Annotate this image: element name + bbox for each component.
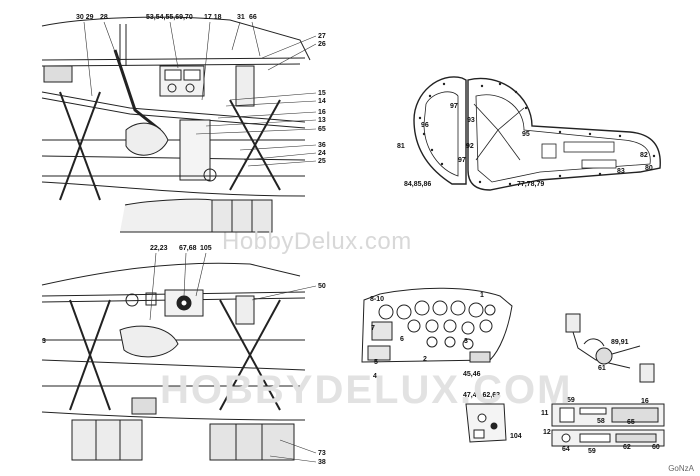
- callout-59-top: 59: [567, 397, 575, 404]
- callout-60: 60: [652, 444, 660, 451]
- callout-8-10: 8-10: [370, 296, 384, 303]
- side-consoles: [551, 403, 665, 447]
- callout-13: 13: [318, 117, 326, 124]
- callout-58: 58: [597, 418, 605, 425]
- callout-6: 6: [400, 336, 404, 343]
- callout-2: 2: [423, 356, 427, 363]
- callout-95: 95: [522, 131, 530, 138]
- top-fuselage-callouts: 30 29 28 53,54,55,69,70 17 18 31 66 27 2…: [76, 14, 326, 165]
- callout-83: 83: [617, 168, 625, 175]
- callout-62: 62: [623, 444, 631, 451]
- bottom-leader-lines: [149, 252, 317, 463]
- callout-65: 65: [318, 126, 326, 133]
- callout-26: 26: [318, 41, 326, 48]
- callout-25: 25: [318, 158, 326, 165]
- cockpit-floor-plan: [413, 76, 661, 191]
- callout-17-18: 17 18: [204, 14, 222, 21]
- top-fuselage-drawing: [41, 16, 311, 233]
- callout-105: 105: [200, 245, 212, 252]
- callout-3-panel: 3: [464, 338, 468, 345]
- callout-47-63: 47,48,62,63: [463, 392, 500, 399]
- callout-97-top: 97: [450, 103, 458, 110]
- callout-67-68: 67,68: [179, 245, 197, 252]
- callout-28: 28: [100, 14, 108, 21]
- callout-96: 96: [421, 122, 429, 129]
- callout-64: 64: [562, 446, 570, 453]
- callout-45-46: 45,46: [463, 371, 481, 378]
- callout-53-70: 53,54,55,69,70: [146, 14, 193, 21]
- callout-104: 104: [510, 433, 522, 440]
- callout-61: 61: [598, 365, 606, 372]
- callout-92: 92: [466, 143, 474, 150]
- instrument-panel: [361, 287, 513, 363]
- callout-38: 38: [318, 459, 326, 466]
- bottom-fuselage-callouts: 22,23 67,68 105 50 3 73 38: [42, 245, 326, 466]
- floor-callouts: 97 96 93 95 92 97 81 84,85,86 77,78,79 8…: [397, 103, 653, 188]
- callout-31: 31: [237, 14, 245, 21]
- callout-66: 66: [249, 14, 257, 21]
- callout-3: 3: [42, 338, 46, 345]
- callout-24: 24: [318, 150, 326, 157]
- callout-14: 14: [318, 98, 326, 105]
- callout-80: 80: [645, 165, 653, 172]
- callout-1: 1: [480, 292, 484, 299]
- callout-11: 11: [541, 410, 549, 417]
- callout-15: 15: [318, 90, 326, 97]
- rudder-pedal-assembly: [565, 313, 655, 383]
- callout-36: 36: [318, 142, 326, 149]
- callout-16-console: 16: [641, 398, 649, 405]
- callout-22-23: 22,23: [150, 245, 168, 252]
- callout-16: 16: [318, 109, 326, 116]
- callout-97-bottom: 97: [458, 157, 466, 164]
- floor-rivets: [418, 82, 656, 186]
- instrument-panel-callouts: 8-10 1 7 6 5 4 2 3 45,46 47,48,62,63 104: [370, 292, 522, 440]
- sub-panel-104: [465, 403, 507, 443]
- callout-4: 4: [373, 373, 377, 380]
- callout-7: 7: [371, 325, 375, 332]
- callout-84-86: 84,85,86: [404, 181, 431, 188]
- artist-signature: GoNzA: [668, 464, 694, 473]
- callout-59-bottom: 59: [588, 448, 596, 455]
- callout-73: 73: [318, 450, 326, 457]
- callout-65-console: 65: [627, 419, 635, 426]
- callout-82: 82: [640, 152, 648, 159]
- callout-30-29: 30 29: [76, 14, 94, 21]
- callout-77-79: 77,78,79: [517, 181, 544, 188]
- callout-5: 5: [374, 359, 378, 366]
- top-leader-lines: [83, 21, 317, 167]
- callout-50: 50: [318, 283, 326, 290]
- callout-89-91: 89,91: [611, 339, 629, 346]
- callout-12: 12: [543, 429, 551, 436]
- bottom-fuselage-drawing: [41, 262, 306, 461]
- callout-27: 27: [318, 33, 326, 40]
- callout-81: 81: [397, 143, 405, 150]
- pedal-callouts: 89,91 61: [598, 339, 629, 372]
- callout-93: 93: [467, 117, 475, 124]
- console-callouts: 11 59 16 58 65 12 64 59 62 60: [541, 397, 660, 455]
